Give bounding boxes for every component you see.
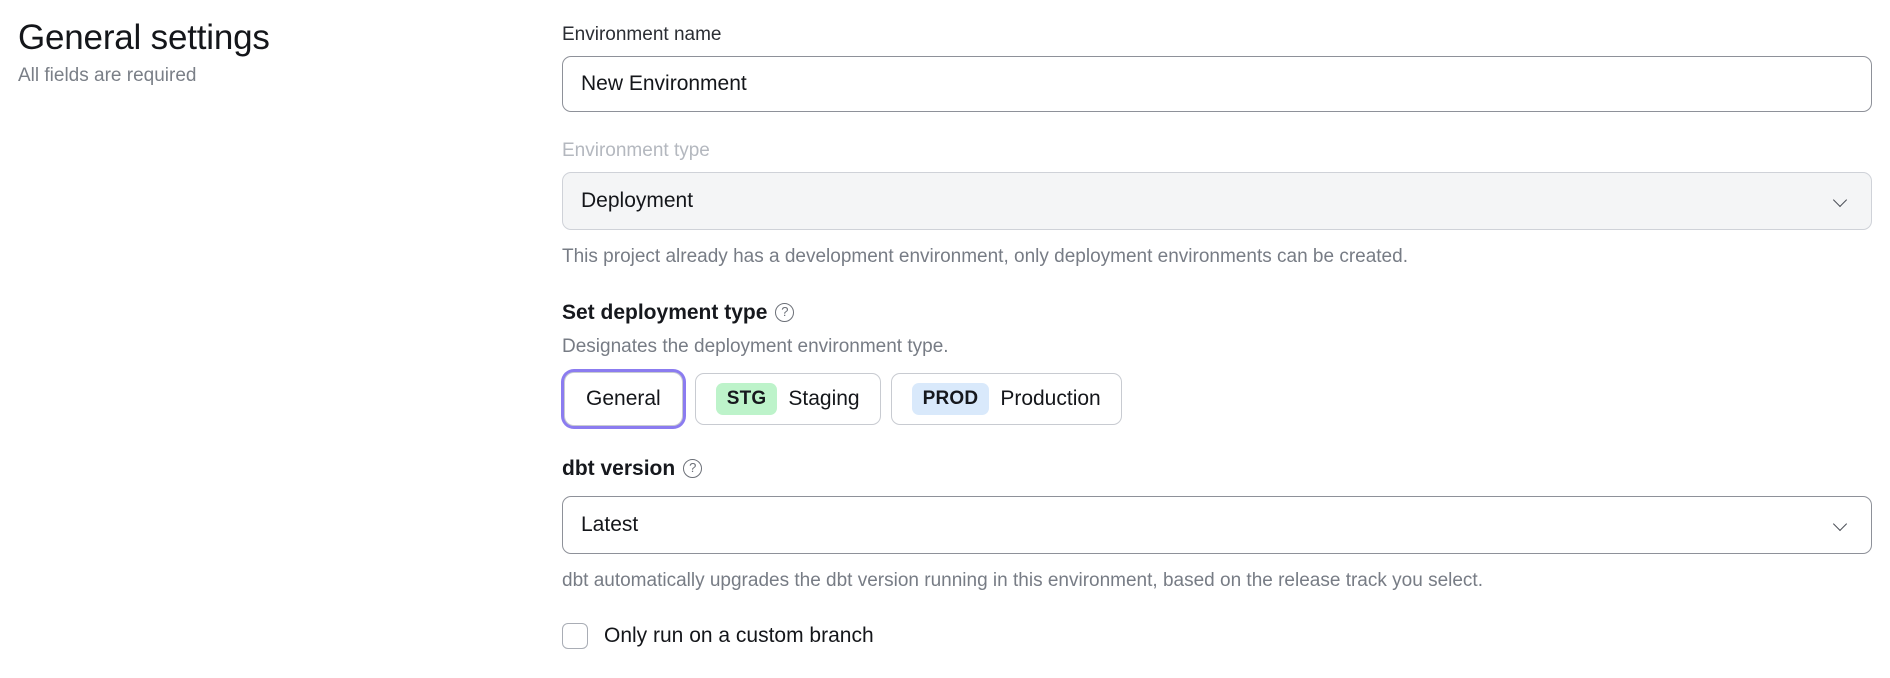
environment-type-select[interactable]: Deployment bbox=[562, 172, 1872, 230]
deployment-type-option-general[interactable]: General bbox=[565, 373, 682, 425]
custom-branch-row[interactable]: Only run on a custom branch bbox=[562, 623, 1872, 649]
page-title: General settings bbox=[18, 18, 270, 57]
deployment-type-heading-label: Set deployment type bbox=[562, 301, 768, 324]
general-settings-form: Environment name New Environment Environ… bbox=[562, 22, 1872, 649]
dbt-version-select[interactable]: Latest bbox=[562, 496, 1872, 554]
deployment-type-option-staging[interactable]: STG Staging bbox=[694, 373, 881, 425]
dbt-version-heading: dbt version ? bbox=[562, 455, 1872, 482]
environment-name-label: Environment name bbox=[562, 24, 722, 45]
dbt-version-label: dbt version bbox=[562, 457, 676, 480]
deployment-type-options: General STG Staging PROD Production bbox=[562, 373, 1872, 425]
custom-branch-label: Only run on a custom branch bbox=[604, 624, 874, 647]
environment-type-label: Environment type bbox=[562, 140, 710, 161]
environment-name-input[interactable]: New Environment bbox=[562, 56, 1872, 112]
custom-branch-checkbox[interactable] bbox=[562, 623, 588, 649]
page-subtitle: All fields are required bbox=[18, 65, 197, 86]
production-badge: PROD bbox=[911, 383, 990, 415]
deployment-type-option-general-label: General bbox=[586, 387, 661, 410]
environment-type-field-group: Environment type Deployment This project… bbox=[562, 138, 1872, 269]
settings-header: General settings All fields are required bbox=[18, 16, 518, 89]
deployment-type-option-production[interactable]: PROD Production bbox=[890, 373, 1122, 425]
chevron-down-icon bbox=[1834, 518, 1849, 533]
staging-badge: STG bbox=[715, 383, 778, 415]
environment-name-field-group: Environment name New Environment bbox=[562, 22, 1872, 112]
help-circle-icon[interactable]: ? bbox=[775, 303, 795, 322]
dbt-version-value: Latest bbox=[581, 513, 639, 536]
deployment-type-field-group: Set deployment type ? Designates the dep… bbox=[562, 299, 1872, 425]
deployment-type-option-staging-label: Staging bbox=[788, 387, 860, 410]
deployment-type-description: Designates the deployment environment ty… bbox=[562, 336, 949, 357]
dbt-version-helper-text: dbt automatically upgrades the dbt versi… bbox=[562, 570, 1483, 591]
deployment-type-option-production-label: Production bbox=[1000, 387, 1101, 410]
help-circle-icon[interactable]: ? bbox=[683, 459, 703, 478]
deployment-type-heading: Set deployment type ? bbox=[562, 299, 1872, 326]
environment-type-helper-text: This project already has a development e… bbox=[562, 246, 1408, 267]
chevron-down-icon bbox=[1834, 194, 1849, 209]
dbt-version-field-group: dbt version ? Latest dbt automatically u… bbox=[562, 455, 1872, 593]
environment-type-value: Deployment bbox=[581, 189, 694, 212]
